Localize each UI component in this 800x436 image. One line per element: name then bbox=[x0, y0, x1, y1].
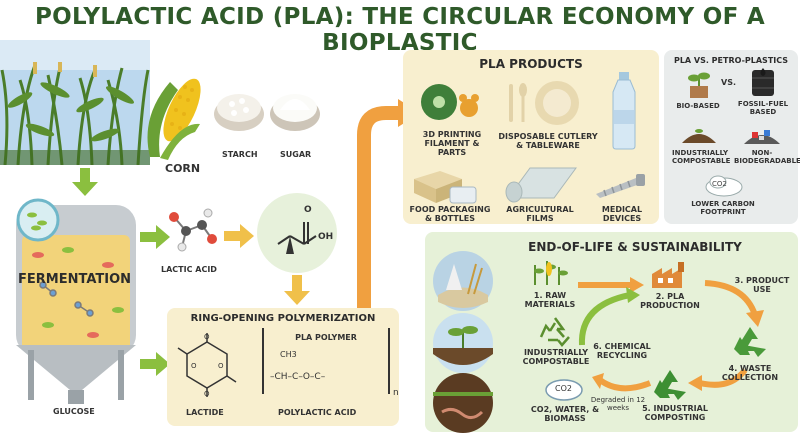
starch-bowl-icon bbox=[214, 94, 264, 131]
step-waste-collection-label: 4. WASTE COLLECTION bbox=[721, 364, 779, 382]
vs-label: VS. bbox=[721, 78, 736, 87]
compost-icon bbox=[682, 129, 716, 143]
svg-text:O: O bbox=[218, 362, 224, 370]
step-production-label: 2. PLA PRODUCTION bbox=[640, 292, 700, 310]
co2-cloud-icon bbox=[705, 175, 743, 197]
fermentation-tank-icon bbox=[16, 198, 136, 404]
corn-cob-icon bbox=[147, 78, 201, 160]
raw-materials-icon bbox=[534, 261, 568, 285]
recycle-icon bbox=[734, 327, 766, 357]
starch-label: STARCH bbox=[222, 150, 258, 159]
svg-text:O: O bbox=[204, 333, 210, 341]
recycle-outline-icon bbox=[539, 317, 570, 347]
products-title: PLA PRODUCTS bbox=[479, 57, 583, 71]
plant-icon bbox=[688, 72, 710, 98]
recycle-icon bbox=[654, 370, 686, 400]
corn-field-image bbox=[0, 40, 150, 165]
hydroxyl-label: OH bbox=[318, 232, 334, 242]
arrow-down-icon bbox=[284, 275, 310, 305]
lower-carbon-label: LOWER CARBON FOOTPRINT bbox=[691, 200, 755, 216]
fossil-based-label: FOSSIL-FUEL BASED bbox=[737, 100, 789, 116]
step-chemical-recycling-label: 6. CHEMICAL RECYCLING bbox=[593, 342, 651, 360]
methyl-label: CH3 bbox=[280, 350, 297, 359]
product-film-label: AGRICULTURAL FILMS bbox=[506, 205, 574, 223]
product-filament-label: 3D PRINTING FILAMENT & PARTS bbox=[422, 130, 482, 157]
medical-screw-icon bbox=[596, 174, 645, 198]
pla-polymer-label: PLA POLYMER bbox=[295, 333, 357, 342]
corn-label: CORN bbox=[165, 162, 201, 175]
polymer-chain-formula: –CH–C–O–C– bbox=[270, 372, 326, 382]
food-container-icon bbox=[414, 171, 477, 204]
arrow-down-icon bbox=[72, 168, 98, 196]
agricultural-film-icon bbox=[505, 167, 577, 203]
bottle-icon bbox=[612, 72, 636, 150]
lactide-label: LACTIDE bbox=[186, 408, 224, 417]
glucose-label: GLUCOSE bbox=[53, 407, 95, 416]
lifecycle-arrows bbox=[578, 277, 764, 392]
seedling-photo bbox=[433, 313, 493, 373]
lactic-acid-label: LACTIC ACID bbox=[161, 265, 217, 274]
compostable-label: INDUSTRIALLY COMPOSTABLE bbox=[672, 149, 731, 165]
svg-text:O: O bbox=[204, 390, 210, 398]
arrow-right-icon bbox=[224, 224, 254, 248]
bio-based-label: BIO-BASED bbox=[676, 102, 720, 110]
arrow-right-icon bbox=[140, 352, 170, 376]
plant-waste-photo bbox=[433, 251, 493, 311]
lactic-acid-structure-icon bbox=[257, 193, 337, 273]
eol-title: END-OF-LIFE & SUSTAINABILITY bbox=[528, 240, 742, 254]
product-packaging-label: FOOD PACKAGING & BOTTLES bbox=[409, 205, 491, 223]
non-biodegradable-label: NON-BIODEGRADABLE bbox=[734, 149, 800, 165]
soil-worm-photo bbox=[433, 373, 493, 433]
plastic-waste-icon bbox=[744, 130, 780, 144]
repeat-unit-label: n bbox=[393, 388, 399, 398]
step-raw-materials-label: 1. RAW MATERIALS bbox=[524, 291, 576, 309]
comparison-title: PLA VS. PETRO-PLASTICS bbox=[673, 56, 789, 65]
degradation-time-label: Degraded in 12 weeks bbox=[590, 396, 646, 412]
step-composting-label: 5. INDUSTRIAL COMPOSTING bbox=[642, 404, 708, 422]
filament-spool-icon bbox=[421, 84, 479, 120]
sugar-bowl-icon bbox=[270, 94, 320, 131]
product-cutlery-label: DISPOSABLE CUTLERY & TABLEWARE bbox=[498, 132, 598, 150]
page-title: POLYLACTIC ACID (PLA): THE CIRCULAR ECON… bbox=[35, 4, 765, 56]
lactide-structure-icon: O O O O bbox=[177, 333, 237, 398]
product-medical-label: MEDICAL DEVICES bbox=[601, 205, 643, 223]
polylactic-acid-label: POLYLACTIC ACID bbox=[278, 408, 357, 417]
co2-label: CO2 bbox=[712, 180, 727, 188]
fermentation-label: FERMENTATION bbox=[18, 272, 132, 287]
polymerization-title: RING-OPENING POLYMERIZATION bbox=[190, 313, 376, 324]
svg-text:O: O bbox=[191, 362, 197, 370]
polymerization-panel bbox=[167, 308, 399, 426]
oxygen-label: O bbox=[304, 205, 312, 215]
step-product-use-label: 3. PRODUCT USE bbox=[734, 276, 790, 294]
arrow-right-icon bbox=[140, 225, 170, 249]
co2-bubble-icon bbox=[545, 379, 583, 401]
factory-icon bbox=[652, 262, 684, 288]
sugar-label: SUGAR bbox=[280, 150, 312, 159]
industrially-compostable-label: INDUSTRIALLY COMPOSTABLE bbox=[522, 348, 590, 366]
cutlery-tableware-icon bbox=[509, 81, 579, 125]
co2-bubble-label: CO2 bbox=[555, 384, 572, 393]
polymer-bracket bbox=[262, 328, 390, 394]
lactic-acid-molecule-icon bbox=[169, 208, 217, 252]
outputs-label: CO2, WATER, & BIOMASS bbox=[530, 405, 600, 423]
oil-barrel-icon bbox=[752, 68, 774, 96]
